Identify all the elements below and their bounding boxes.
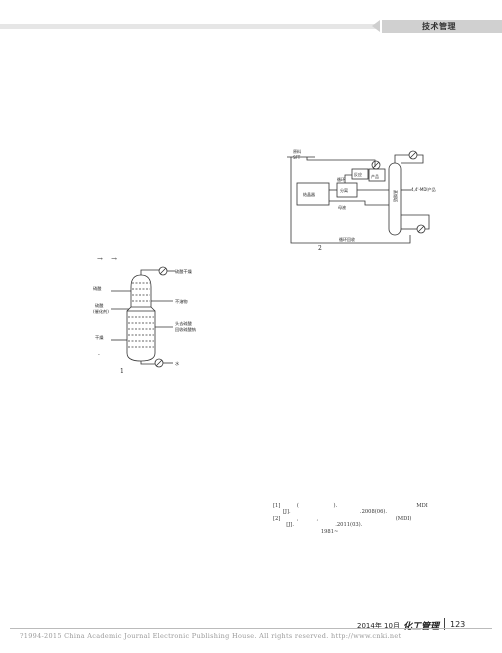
reference-line: [J]. .2008(06). [273, 509, 388, 516]
footer-divider [10, 628, 492, 629]
footer-journal-name: 化工管理 [403, 622, 440, 632]
header-band [0, 20, 502, 33]
fig1-label-right-lower2: 回收硫酸钠 [175, 326, 196, 333]
label-product-small: 产品 [371, 173, 379, 179]
figure-2-caption: 2 [318, 245, 322, 252]
header-bar-light [0, 24, 378, 29]
reference-line: [1] ( ). MDI [273, 503, 428, 509]
copyright-notice: ?1994-2015 China Academic Journal Electr… [20, 632, 402, 640]
figure-1-diagram: 硫酸干燥 硝酸 硫酸 (催化剂) 干燥 不溶物 头去硫酸 回收硫酸钠 水 [93, 266, 196, 368]
figure-1-caption: 1 [120, 368, 124, 375]
reference-list: [1] ( ). MDI [J]. .2008(06). [2] , , [273, 503, 453, 535]
box-crystallizer [296, 182, 330, 206]
exchanger-top-circle [371, 160, 381, 170]
label-feed-top: 原料 [293, 148, 301, 154]
fig1-label-left-mid-sub: (催化剂) [93, 308, 109, 315]
label-reaction: 反应 [354, 171, 362, 177]
footer-separator [444, 618, 445, 630]
fig1-label-left-mid: 硫酸 [95, 302, 104, 309]
tower-lower [126, 310, 156, 362]
label-bottom-loop: 循环回收 [339, 236, 355, 242]
label-feed-top2: SFT [293, 155, 301, 160]
header-chevron-icon [372, 20, 380, 32]
page-number: 123 [450, 620, 466, 629]
fig1-label-right-lower: 头去硫酸 [175, 320, 193, 327]
reference-line: [2] , , (MDI) [273, 515, 412, 522]
fig1-label-right-mid: 不溶物 [175, 298, 188, 305]
body-dot: . [98, 350, 100, 357]
label-crystallizer: 结晶器 [303, 191, 315, 197]
box-reaction [351, 168, 369, 180]
label-column: 蒸馏塔 [393, 190, 399, 202]
fig1-label-left-bottom: 干燥 [95, 334, 104, 341]
reference-line: 1981~ [273, 528, 339, 535]
label-mother: 母液 [338, 204, 346, 210]
label-recycle: 循环 [337, 176, 345, 182]
label-separation: 分离 [340, 187, 348, 193]
arrow-sequence: → → [97, 255, 120, 263]
header-bar-dark [382, 20, 502, 33]
footer-date: 2014年 10月 [357, 622, 400, 630]
label-product-out: 4,4'-MDI产品 [411, 186, 436, 192]
fig1-label-left-top: 硝酸 [93, 285, 102, 292]
section-title: 技术管理 [422, 22, 456, 31]
fig1-label-bottom-right: 水 [175, 360, 180, 366]
fig1-label-top-right: 硫酸干燥 [175, 268, 193, 275]
tower-upper [130, 274, 152, 308]
figure-2-diagram: 原料 SFT 结晶器 分离 反应 产品 循环 母液 蒸馏塔 4,4'-MDI产品… [287, 148, 436, 244]
reference-line: [J]. .2011(03). [273, 522, 363, 529]
